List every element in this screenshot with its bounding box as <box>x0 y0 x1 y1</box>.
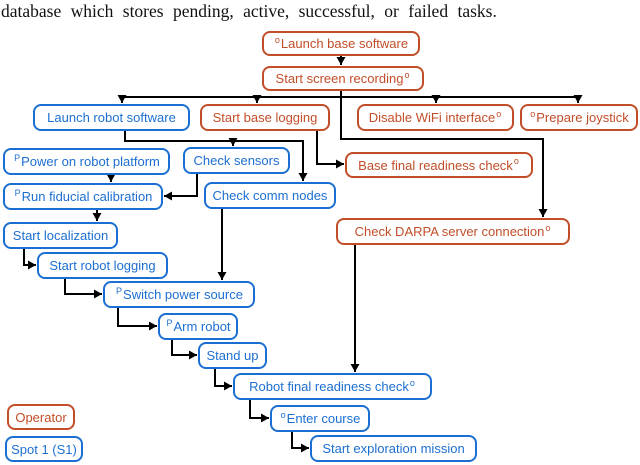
node-label: Operator <box>15 409 67 425</box>
node-label: Start base logging <box>212 110 318 125</box>
node-launch-robot-software: Launch robot software <box>33 104 190 131</box>
node-label: Check DARPA server connection <box>354 224 545 239</box>
flow-arrow <box>64 279 102 299</box>
flow-arrow <box>117 308 157 331</box>
node-label: Start screen recording <box>275 71 404 86</box>
node-label: Start localization <box>12 228 109 243</box>
node-label: Switch power source <box>123 287 243 302</box>
flow-arrow <box>214 369 232 391</box>
node-start-exploration-mission: Start exploration mission <box>310 435 477 462</box>
node-label: Enter course <box>286 411 361 426</box>
node-label: Prepare joystick <box>536 110 629 125</box>
node-label: Start robot logging <box>49 258 156 273</box>
flow-arrow <box>23 249 36 270</box>
node-label: Check comm nodes <box>212 188 328 203</box>
node-legend-operator: Operator <box>7 404 75 430</box>
node-check-comm-nodes: Check comm nodes <box>204 182 336 209</box>
node-label: Spot 1 (S1) <box>11 441 77 457</box>
node-label: Launch base software <box>280 36 409 51</box>
node-label: Disable WiFi interface <box>368 110 496 125</box>
node-label: Power on robot platform <box>21 154 160 169</box>
node-label: Robot final readiness check <box>249 379 409 394</box>
node-start-localization: Start localization <box>3 222 118 249</box>
flow-arrow <box>171 340 197 360</box>
node-label: Check sensors <box>193 153 280 168</box>
node-label: Run fiducial calibration <box>21 189 153 204</box>
node-label: Stand up <box>206 348 259 363</box>
node-legend-spot1: Spot 1 (S1) <box>5 436 83 462</box>
flow-arrow <box>249 400 269 423</box>
flow-arrow <box>164 174 198 201</box>
flow-arrow <box>291 432 309 453</box>
node-start-base-logging: Start base logging <box>200 104 330 131</box>
node-start-robot-logging: Start robot logging <box>37 252 168 279</box>
node-label: Start exploration mission <box>322 441 465 456</box>
node-check-sensors: Check sensors <box>183 147 290 174</box>
node-stand-up: Stand up <box>198 342 267 369</box>
paper-body-text: database which stores pending, active, s… <box>1 1 497 21</box>
node-label: Base final readiness check <box>358 157 513 173</box>
node-label: Arm robot <box>173 319 231 334</box>
node-label: Launch robot software <box>47 110 176 125</box>
flow-arrow <box>316 131 344 169</box>
